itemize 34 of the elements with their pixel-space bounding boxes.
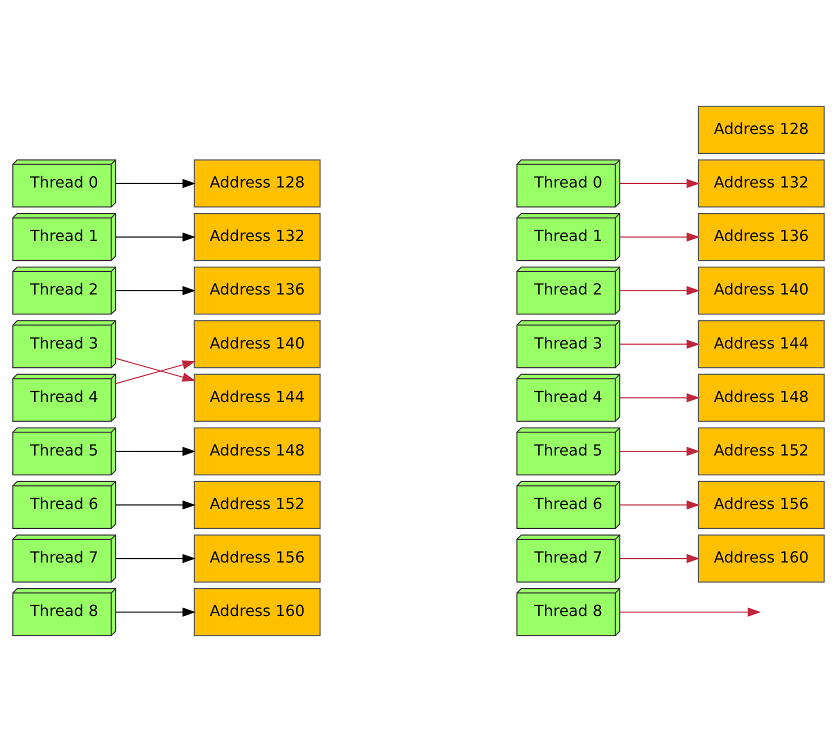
arrow (620, 232, 700, 242)
arrow (620, 446, 700, 456)
node-box: Address 156 (194, 534, 321, 583)
arrow (116, 446, 196, 456)
node-box: Address 128 (194, 159, 321, 208)
arrow (116, 500, 196, 510)
node-box: Address 144 (194, 374, 321, 422)
node-box: Address 160 (698, 534, 825, 583)
arrow (116, 232, 196, 242)
arrow (620, 178, 700, 188)
node-box: Address 136 (698, 212, 825, 262)
node-box: Address 132 (698, 159, 825, 208)
arrow (116, 178, 196, 188)
node-box: Address 128 (698, 106, 825, 154)
arrow (620, 393, 700, 402)
arrow (620, 500, 700, 510)
node-box: Address 160 (194, 588, 321, 636)
node-box: Address 144 (698, 320, 825, 368)
arrow (620, 286, 700, 296)
node-box: Address 136 (194, 266, 321, 315)
node-box: Address 152 (698, 427, 825, 476)
node-box: Address 156 (698, 480, 825, 530)
node-box: Address 148 (698, 374, 825, 422)
arrow (116, 608, 196, 617)
node-box: Address 140 (194, 320, 321, 368)
arrow (116, 554, 196, 564)
node-box: Address 148 (194, 427, 321, 476)
node-box: Address 132 (194, 212, 321, 262)
arrow (620, 554, 700, 564)
arrow (620, 608, 761, 617)
node-box: Address 140 (698, 266, 825, 315)
arrow (620, 340, 700, 349)
arrow (116, 286, 196, 296)
node-box: Address 152 (194, 480, 321, 530)
